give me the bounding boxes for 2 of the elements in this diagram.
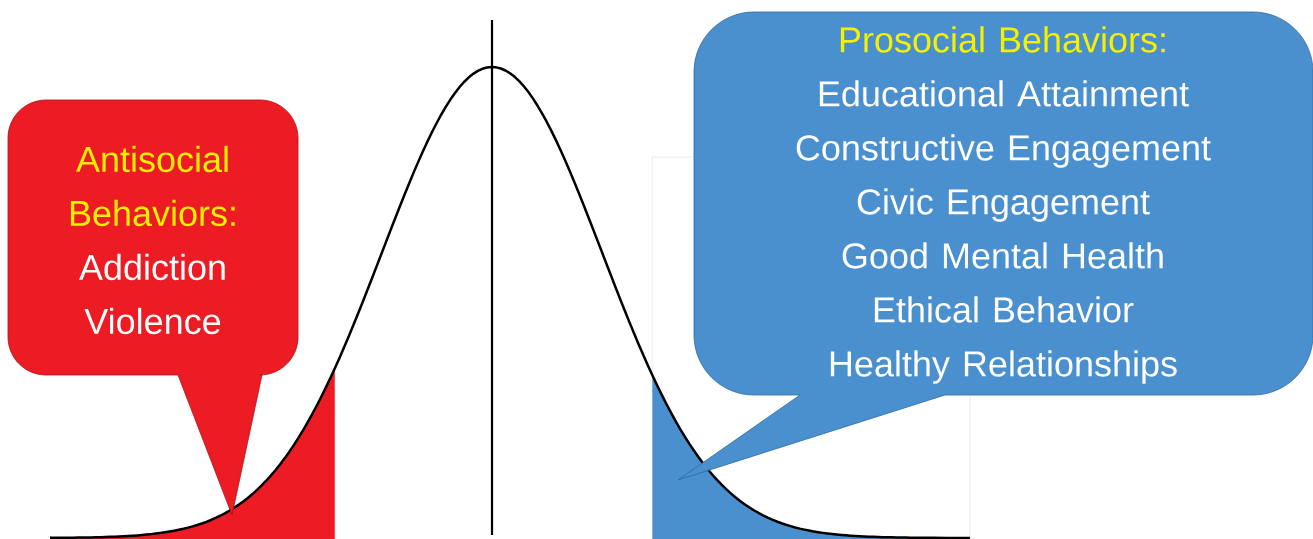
speech-bubble: Antisocial Behaviors: Addiction Violence [7, 99, 299, 516]
speech-bubble: Prosocial Behaviors: Educational Attainment Constructive Engagement Civic Engagement Good Mental Health Ethical Behavior Healthy Relationships [677, 11, 1313, 481]
